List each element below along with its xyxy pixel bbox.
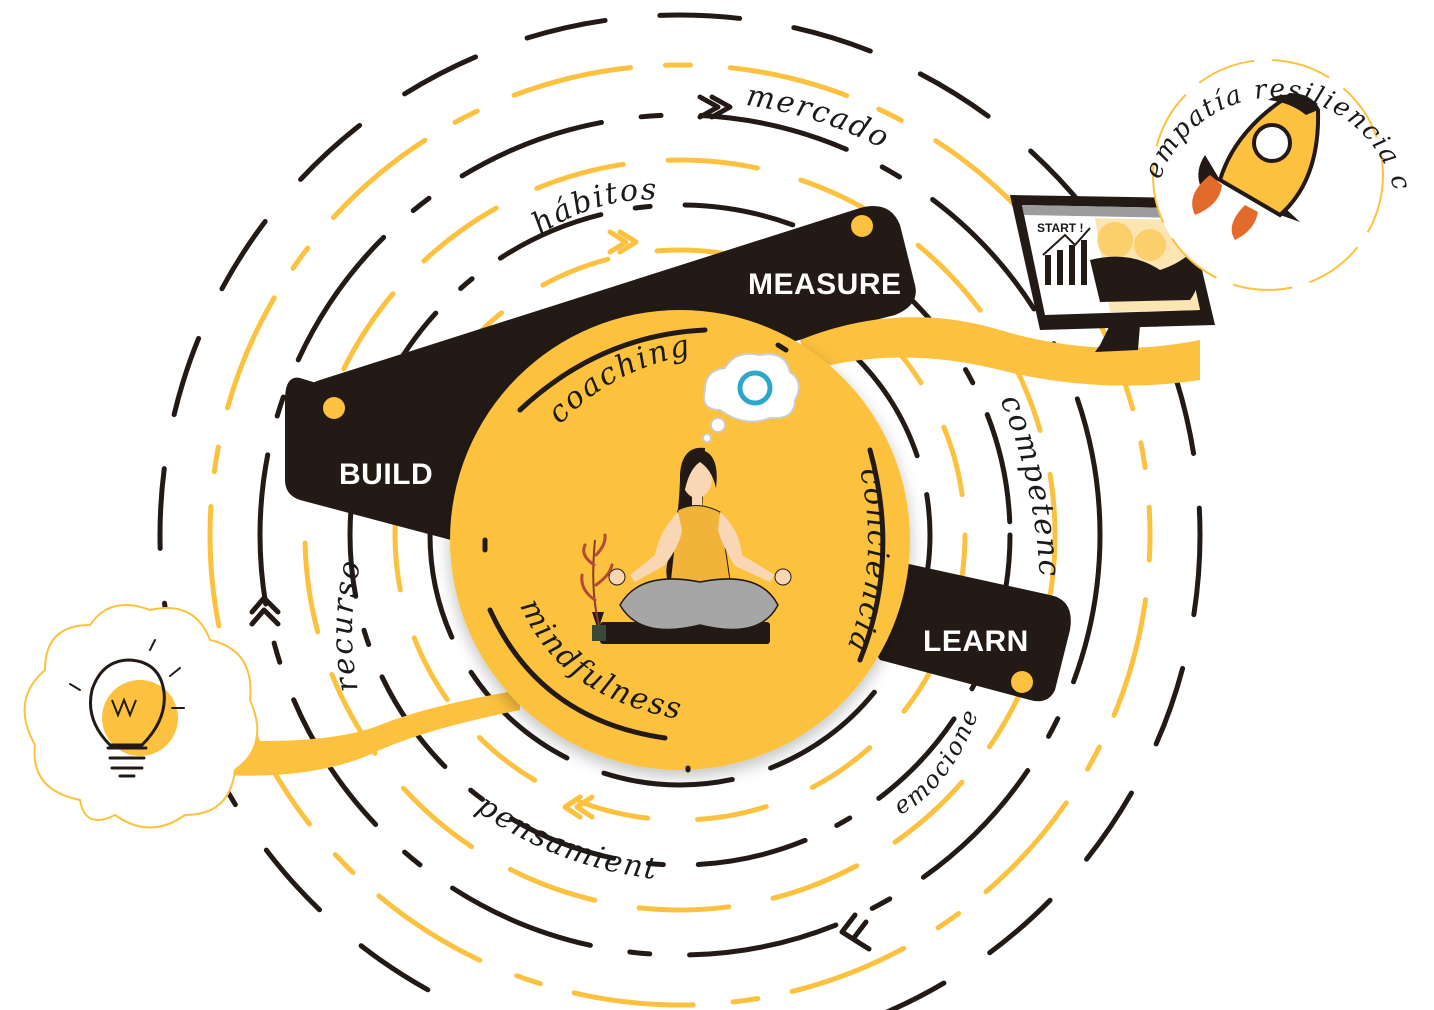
orbit-rings xyxy=(157,12,1203,1010)
pin-build xyxy=(323,397,345,419)
thought-bubble-icon xyxy=(702,352,800,443)
label-mercado: mercado xyxy=(744,78,896,156)
plant-icon xyxy=(580,533,614,641)
rocket-icon xyxy=(1152,59,1384,291)
lightbulb-icon xyxy=(69,639,185,778)
monitor-start-text: START ! xyxy=(1037,221,1083,235)
meditating-woman-icon xyxy=(600,447,792,644)
inner-arcs xyxy=(482,327,886,773)
stage-learn: LEARN xyxy=(923,625,1029,658)
pin-measure xyxy=(851,215,873,237)
pin-learn xyxy=(1011,671,1033,693)
label-recursos: recursos xyxy=(0,0,369,695)
path-from-idea xyxy=(220,690,520,776)
arrow-pensamientos xyxy=(562,794,595,820)
arrow-habitos xyxy=(607,229,639,255)
arrow-emociones xyxy=(839,912,872,952)
stage-measure: MEASURE xyxy=(748,268,902,301)
path-to-launch xyxy=(800,317,1200,386)
arrow-mercado xyxy=(697,94,733,120)
stage-build: BUILD xyxy=(339,458,433,491)
arrow-recursos xyxy=(249,595,281,627)
